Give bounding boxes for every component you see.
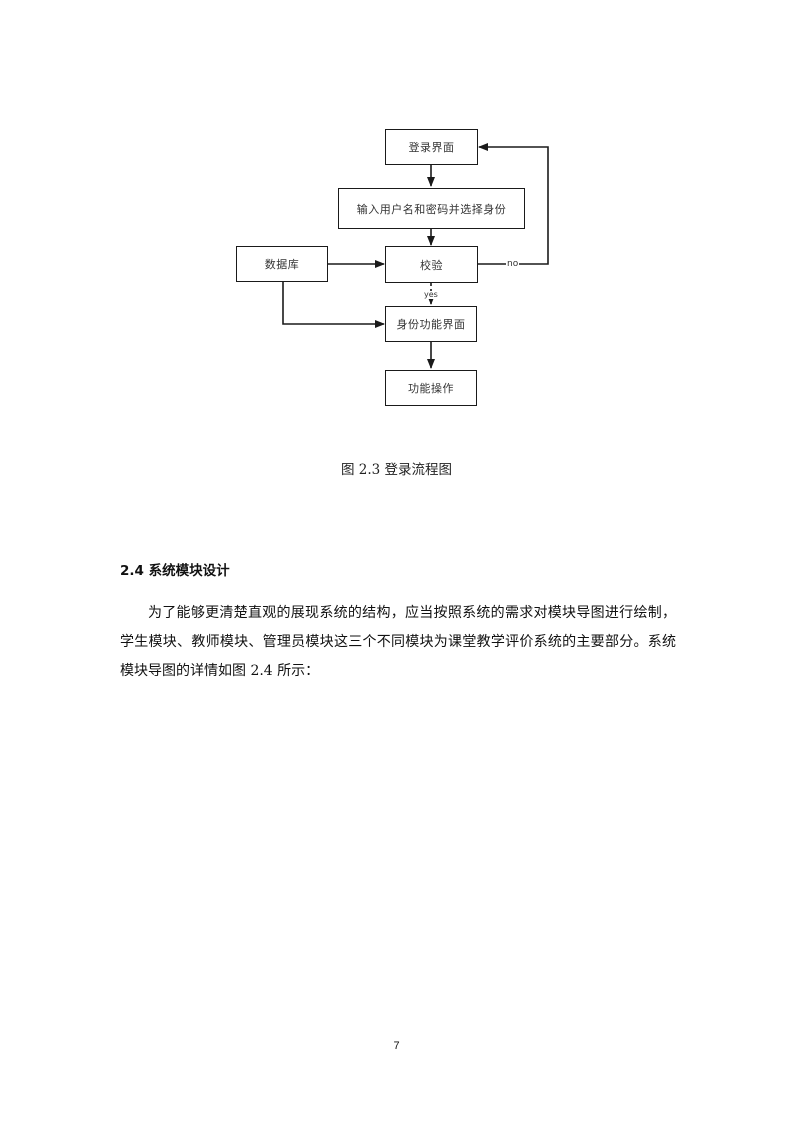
node-verify-label: 校验 bbox=[420, 258, 443, 272]
edge-label-no: no bbox=[506, 259, 520, 269]
edge-database-to-role bbox=[282, 282, 385, 328]
node-role-page-label: 身份功能界面 bbox=[396, 318, 466, 331]
page-number: 7 bbox=[393, 1040, 400, 1052]
body-paragraph: 为了能够更清楚直观的展现系统的结构，应当按照系统的需求对模块导图进行绘制，学生模… bbox=[120, 605, 676, 679]
node-role-page: 身份功能界面 bbox=[385, 306, 477, 342]
node-function-ops-label: 功能操作 bbox=[408, 382, 454, 395]
node-database-label: 数据库 bbox=[264, 258, 300, 271]
node-database: 数据库 bbox=[236, 246, 328, 282]
edge-label-yes: yes bbox=[424, 290, 438, 299]
node-function-ops: 功能操作 bbox=[385, 370, 477, 406]
node-input-credentials-label: 输入用户名和密码并选择身份 bbox=[356, 202, 507, 216]
node-input-credentials: 输入用户名和密码并选择身份 bbox=[338, 188, 525, 229]
node-login-page-label: 登录界面 bbox=[408, 141, 455, 154]
node-login-page: 登录界面 bbox=[385, 129, 478, 165]
figure-caption: 图 2.3 登录流程图 bbox=[340, 462, 453, 478]
login-flowchart: 登录界面 输入用户名和密码并选择身份 数据库 校验 身份功能界面 功能操作 no… bbox=[0, 0, 793, 440]
section-heading: 2.4 系统模块设计 bbox=[120, 563, 230, 579]
node-verify: 校验 bbox=[385, 246, 478, 283]
